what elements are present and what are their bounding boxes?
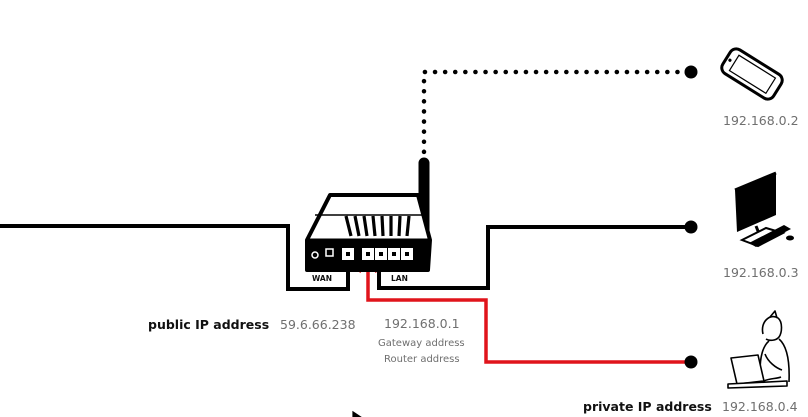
lan-cable-laptop — [366, 268, 690, 364]
router-caption: Router address — [384, 354, 460, 365]
wireless-link — [421, 69, 693, 165]
mouse-cursor-icon — [351, 409, 364, 417]
person-laptop-icon — [727, 310, 790, 389]
phone-ip: 192.168.0.2 — [723, 113, 799, 128]
public-ip-label: public IP address — [148, 317, 269, 332]
gateway-caption: Gateway address — [378, 338, 465, 349]
wan-cable — [0, 224, 350, 291]
router-icon — [305, 157, 432, 272]
private-ip-label: private IP address — [583, 399, 712, 414]
desktop-ip: 192.168.0.3 — [723, 265, 799, 280]
desktop-computer-icon — [734, 171, 794, 248]
gateway-ip: 192.168.0.1 — [384, 316, 460, 331]
desktop-connection-dot — [684, 220, 698, 234]
wan-port-label: WAN — [312, 274, 332, 283]
smartphone-icon — [720, 47, 784, 101]
phone-connection-dot — [684, 65, 698, 79]
lan-port-label: LAN — [391, 274, 408, 283]
lan-cable-desktop — [377, 225, 690, 290]
public-ip-value: 59.6.66.238 — [280, 317, 356, 332]
laptop-ip: 192.168.0.4 — [722, 399, 798, 414]
laptop-connection-dot — [684, 355, 698, 369]
